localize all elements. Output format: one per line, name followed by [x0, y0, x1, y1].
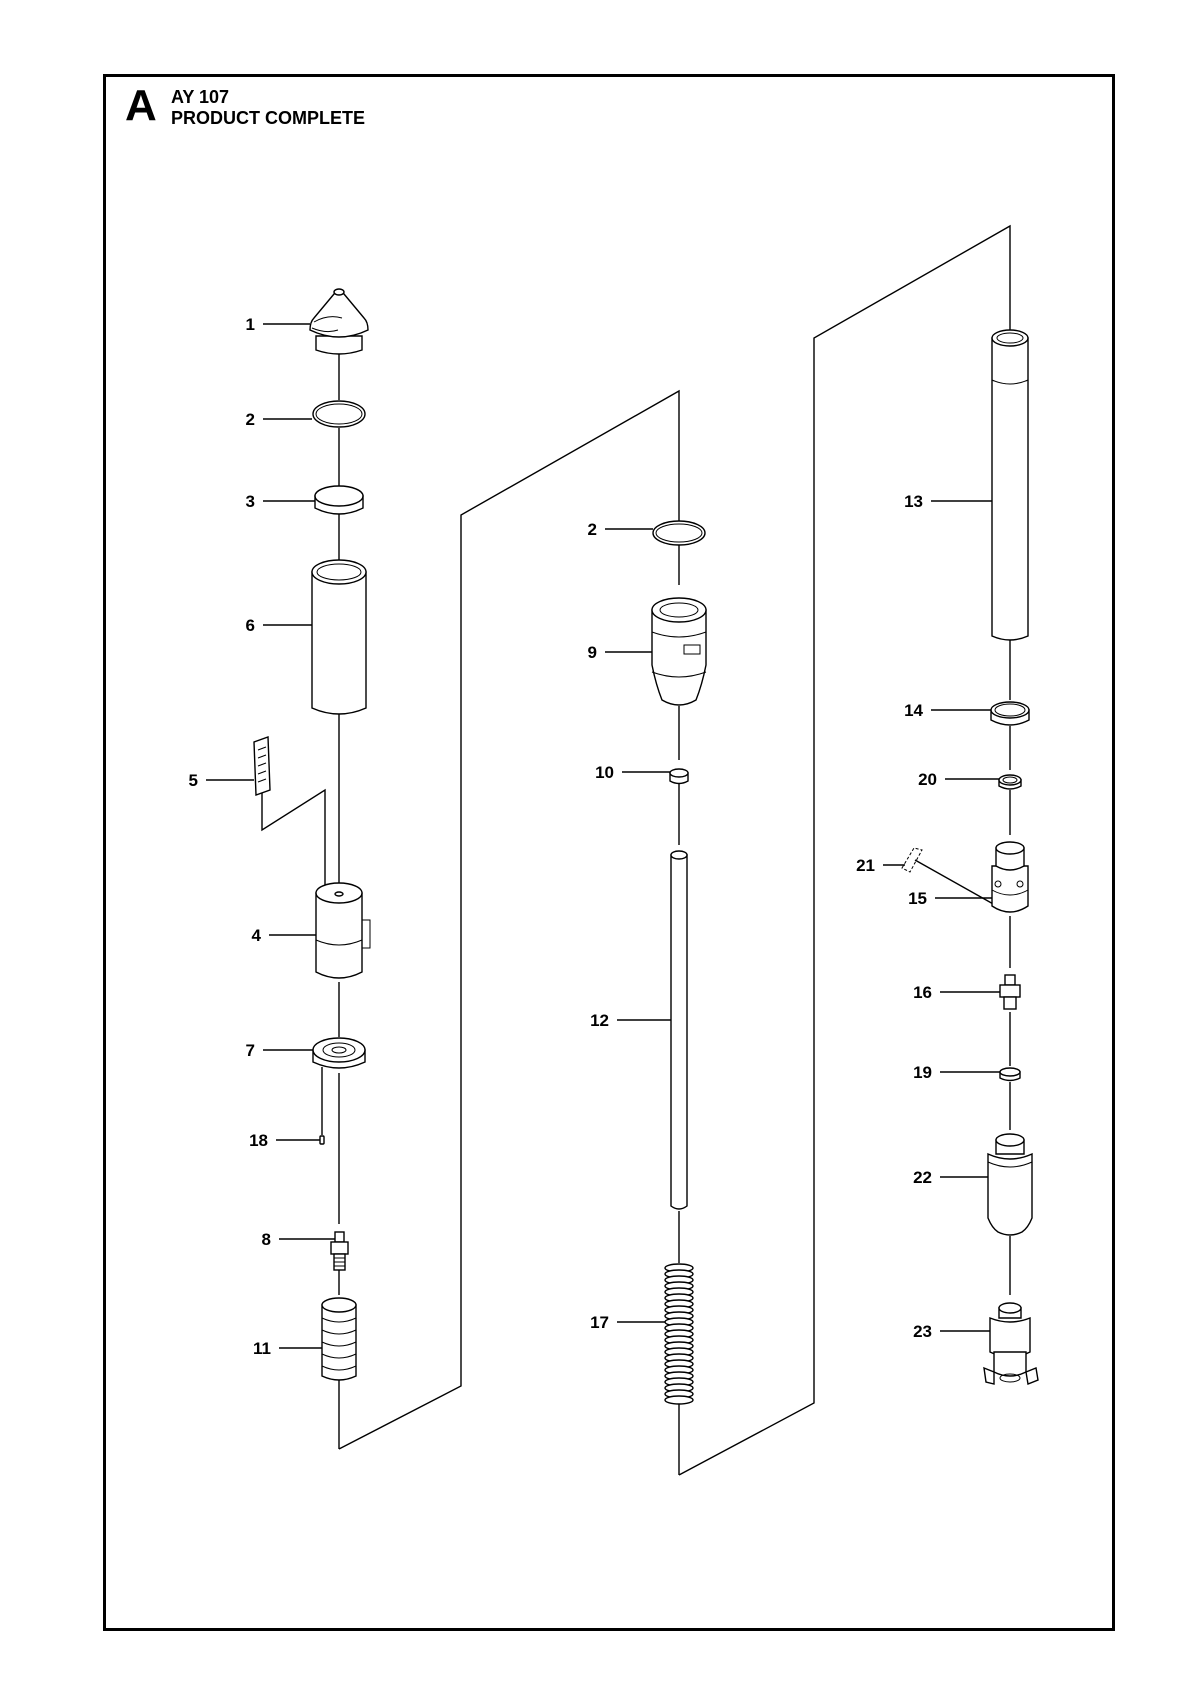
spring-coil [664, 1395, 694, 1405]
part-17-spring [664, 1263, 694, 1405]
part-5-label-strip [253, 736, 271, 796]
callout-10: 10 [595, 763, 614, 782]
part-19-washer [999, 1067, 1021, 1082]
section-letter: A [125, 81, 157, 130]
part-8-fitting [330, 1231, 349, 1271]
part-13-hose-tube [991, 329, 1029, 641]
callout-17: 17 [590, 1313, 609, 1332]
part-12-shaft [670, 850, 688, 1210]
part-15-connector [991, 841, 1029, 913]
callout-12: 12 [590, 1011, 609, 1030]
callout-14: 14 [904, 701, 923, 720]
callout-labels: 1 2 3 6 5 4 7 18 8 11 2 9 10 12 17 13 14… [189, 315, 937, 1358]
callout-11: 11 [253, 1339, 271, 1358]
assembly-code: AY 107 [171, 87, 230, 107]
part-16-nipple [999, 974, 1021, 1010]
callout-15: 15 [908, 889, 927, 908]
part-2-o-ring-middle [652, 520, 706, 546]
callout-7: 7 [246, 1041, 255, 1060]
callout-2: 2 [246, 410, 255, 429]
assembly-axis-lines [261, 224, 1011, 1476]
part-14-ring [990, 701, 1030, 726]
callout-23: 23 [913, 1322, 932, 1341]
part-10-plug [669, 768, 689, 785]
callout-4: 4 [252, 926, 262, 945]
part-23-quick-coupling [983, 1302, 1039, 1385]
part-2-o-ring [312, 400, 366, 428]
callout-13: 13 [904, 492, 923, 511]
callout-21: 21 [856, 856, 875, 875]
callout-19: 19 [913, 1063, 932, 1082]
callout-20: 20 [918, 770, 937, 789]
callout-2-middle: 2 [588, 520, 597, 539]
diagram-frame [103, 74, 1115, 1631]
callout-18: 18 [249, 1131, 268, 1150]
callout-9: 9 [588, 643, 597, 662]
part-7-bearing [312, 1037, 366, 1069]
part-9-coupling [651, 597, 707, 706]
callout-1: 1 [246, 315, 255, 334]
part-11-threaded-end [321, 1297, 357, 1381]
callout-6: 6 [246, 616, 255, 635]
part-1-nozzle-cap [309, 288, 369, 355]
part-3-disc [314, 485, 364, 515]
callout-3: 3 [246, 492, 255, 511]
callout-leaders [206, 323, 1000, 1349]
callout-16: 16 [913, 983, 932, 1002]
part-4-motor-housing [315, 882, 371, 979]
part-20-small-ring [998, 774, 1022, 790]
part-6-tube [311, 559, 367, 715]
part-22-cylinder [987, 1133, 1033, 1236]
part-18-pin [319, 1135, 325, 1145]
assembly-title: PRODUCT COMPLETE [171, 108, 366, 128]
callout-5: 5 [189, 771, 198, 790]
callout-8: 8 [262, 1230, 271, 1249]
callout-22: 22 [913, 1168, 932, 1187]
